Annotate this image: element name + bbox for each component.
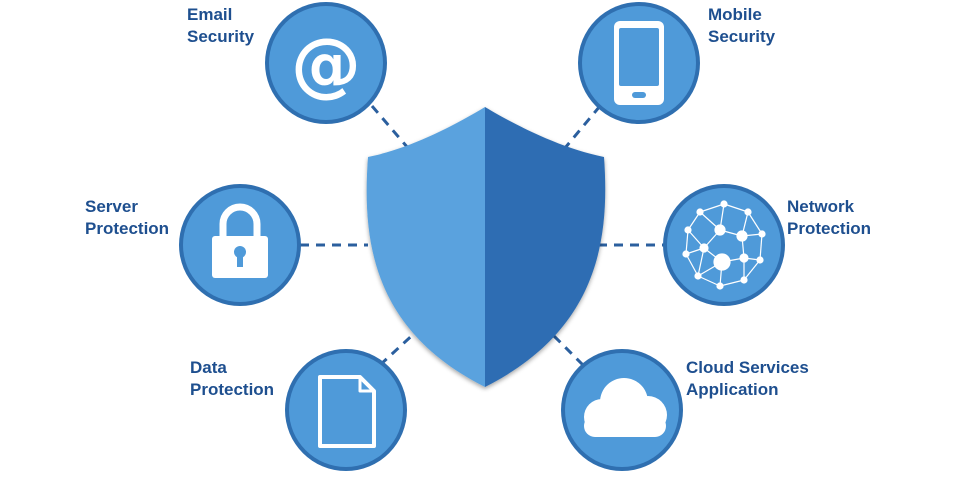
mobile-security-circle: [578, 2, 700, 124]
connector-email: [370, 105, 410, 149]
cloud-label-line2: Application: [686, 380, 779, 399]
email-label-line2: Security: [187, 27, 255, 46]
network-label-line2: Protection: [787, 219, 872, 238]
network-globe-icon: [682, 200, 766, 290]
network-label-line1: Network: [787, 197, 855, 216]
connector-data: [378, 328, 420, 367]
network-protection-circle: [663, 184, 785, 306]
mobile-label-line2: Security: [708, 27, 776, 46]
mobile-security-label: Mobile Security: [708, 4, 775, 48]
svg-text:@: @: [291, 23, 361, 105]
padlock-icon: [212, 203, 268, 278]
server-protection-circle: [179, 184, 301, 306]
network-protection-label: Network Protection: [787, 196, 871, 240]
server-protection-label: Server Protection: [85, 196, 169, 240]
server-label-line1: Server: [85, 197, 138, 216]
email-security-circle: @: [265, 2, 387, 124]
mobile-label-line1: Mobile: [708, 5, 762, 24]
smartphone-icon: [614, 21, 664, 105]
connectors: [300, 105, 664, 367]
cloud-services-circle: [561, 349, 683, 471]
connector-cloud: [546, 328, 585, 367]
data-protection-circle: [285, 349, 407, 471]
connector-mobile: [563, 105, 602, 149]
data-protection-label: Data Protection: [190, 357, 274, 401]
data-label-line2: Protection: [190, 380, 275, 399]
at-sign-icon: @: [291, 23, 361, 105]
server-label-line2: Protection: [85, 219, 170, 238]
shield-icon: [366, 107, 606, 387]
email-label-line1: Email: [187, 5, 233, 24]
email-security-label: Email Security: [187, 4, 254, 48]
cloud-icon: [584, 378, 667, 437]
document-icon: [318, 375, 376, 448]
data-label-line1: Data: [190, 358, 227, 377]
cloud-services-label: Cloud Services Application: [686, 357, 809, 401]
cloud-label-line1: Cloud Services: [686, 358, 809, 377]
